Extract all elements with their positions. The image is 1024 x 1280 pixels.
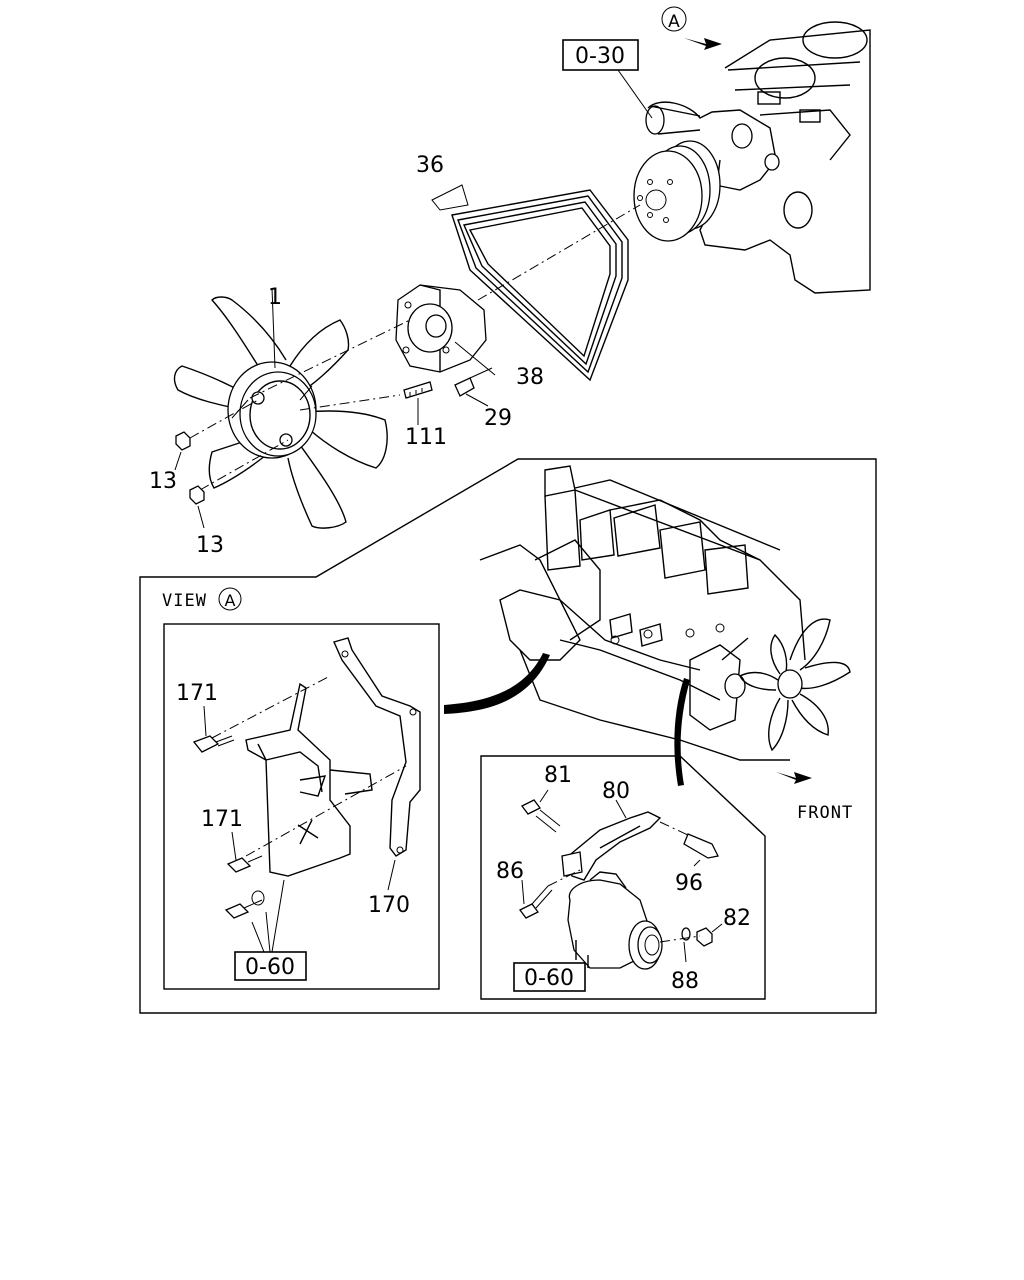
label-82: 82 xyxy=(723,906,751,931)
label-38: 38 xyxy=(516,365,544,390)
bolt-29 xyxy=(454,367,493,407)
label-111: 111 xyxy=(405,425,447,450)
nut-13-lower xyxy=(189,485,205,529)
label-96: 96 xyxy=(675,871,703,896)
view-frame xyxy=(139,458,877,1014)
engine-block xyxy=(699,21,871,294)
nut-13-upper xyxy=(174,431,191,471)
left-inset-bracket xyxy=(192,637,421,953)
view-a-label: VIEW A xyxy=(162,587,242,611)
left-inset-frame xyxy=(163,623,440,990)
stud-111 xyxy=(403,381,433,425)
label-80: 80 xyxy=(602,779,630,804)
view-label-marker: A xyxy=(225,591,236,610)
fan xyxy=(173,287,411,529)
connector-right xyxy=(674,678,690,786)
front-label: FRONT xyxy=(797,803,853,823)
label-86: 86 xyxy=(496,859,524,884)
ref-0-30-text: 0-30 xyxy=(575,44,625,69)
water-pump xyxy=(633,101,780,242)
label-88: 88 xyxy=(671,969,699,994)
right-inset-parts xyxy=(519,789,723,970)
left-inset-ref: 0-60 xyxy=(234,951,307,981)
label-1: 1 xyxy=(268,285,282,310)
leader-0-30 xyxy=(617,69,653,119)
right-inset-ref: 0-60 xyxy=(513,962,586,992)
fan-pulley xyxy=(395,284,496,376)
label-29: 29 xyxy=(484,406,512,431)
connector-left xyxy=(444,653,550,714)
label-171-lower: 171 xyxy=(201,807,243,832)
label-81: 81 xyxy=(544,763,572,788)
label-13-upper: 13 xyxy=(149,469,177,494)
label-171-upper: 171 xyxy=(176,681,218,706)
label-36: 36 xyxy=(416,153,444,178)
label-13-lower: 13 xyxy=(196,533,224,558)
v-belt xyxy=(451,189,641,382)
leader-36-wedge xyxy=(431,184,469,211)
label-170: 170 xyxy=(368,893,410,918)
engine-overview xyxy=(479,465,851,761)
left-inset-ref-text: 0-60 xyxy=(245,955,295,980)
front-indicator: FRONT xyxy=(776,772,853,823)
view-marker-top-text: A xyxy=(668,12,680,32)
view-marker-top: A xyxy=(661,6,722,50)
right-inset-frame xyxy=(480,755,766,1000)
right-inset-ref-text: 0-60 xyxy=(524,966,574,991)
ref-0-30: 0-30 xyxy=(562,39,639,71)
view-label-text: VIEW xyxy=(162,591,207,611)
